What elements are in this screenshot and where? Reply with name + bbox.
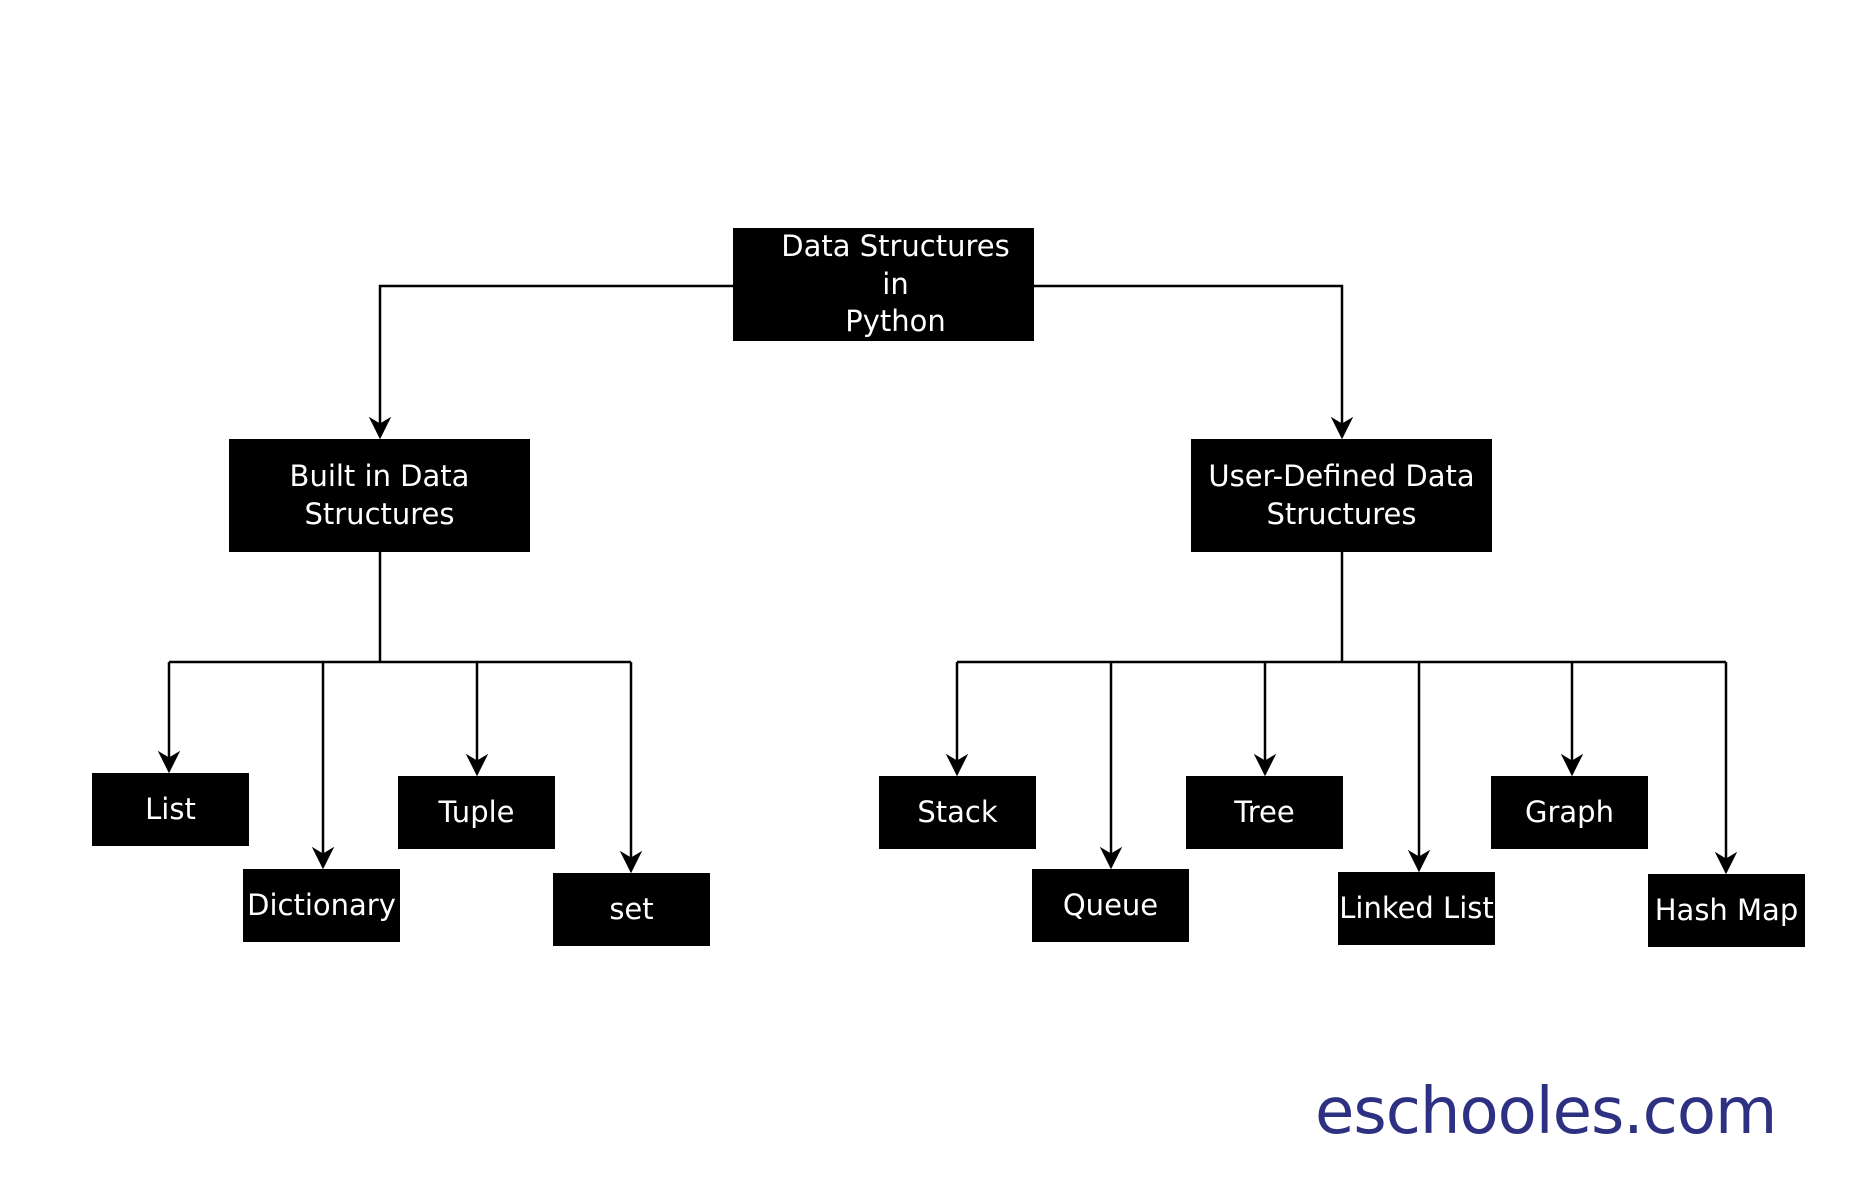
leaf-label: Graph [1525,794,1614,829]
leaf-label: Dictionary [247,887,396,922]
leaf-node-stack: Stack [879,776,1036,849]
leaf-label: List [145,791,196,826]
watermark-text: eschooles.com [1315,1075,1777,1149]
leaf-node-linked-list: Linked List [1338,872,1495,945]
leaf-node-tuple: Tuple [398,776,555,849]
leaf-label: Queue [1062,887,1159,922]
leaf-node-hash-map: Hash Map [1648,874,1805,947]
leaf-label: Hash Map [1654,892,1799,927]
leaf-label: Tuple [438,794,515,829]
userdefined-category-node: User-Defined Data Structures [1191,439,1492,552]
connector-root-to-builtin [368,284,733,440]
builtin-category-node: Built in Data Structures [229,439,530,552]
leaf-node-queue: Queue [1032,869,1189,942]
leaf-node-graph: Graph [1491,776,1648,849]
leaf-node-set: set [553,873,710,946]
builtin-category-label: Built in Data Structures [289,458,470,531]
leaf-node-list: List [92,773,249,846]
userdefined-category-label: User-Defined Data Structures [1208,458,1475,531]
root-node: Data Structures in Python [733,228,1034,341]
leaf-label: Tree [1234,794,1295,829]
leaf-label: Linked List [1339,890,1494,925]
leaf-label: Stack [917,794,998,829]
leaf-node-tree: Tree [1186,776,1343,849]
leaf-node-dictionary: Dictionary [243,869,400,942]
leaf-label: set [609,891,654,926]
connector-root-to-userdef [1034,284,1354,440]
root-node-label: Data Structures in Python [781,228,1010,339]
